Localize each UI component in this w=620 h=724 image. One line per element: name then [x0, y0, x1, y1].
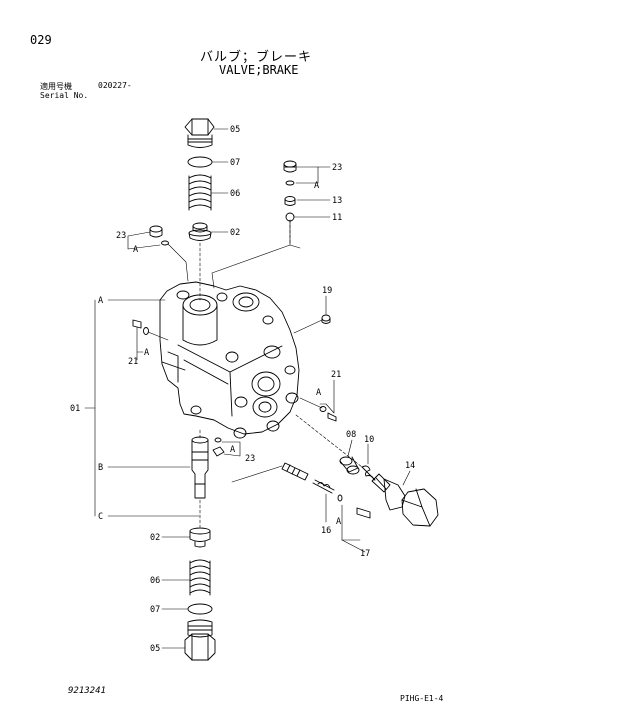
callout-a-left: A	[133, 245, 138, 255]
callout-23-right: 23	[332, 163, 342, 173]
callout-17: 17	[360, 549, 370, 559]
callout-a-right: A	[314, 181, 319, 191]
serial-value: 020227-	[98, 81, 132, 90]
footer-page-code: PIHG-E1-4	[400, 694, 444, 703]
spring-06-top	[188, 174, 212, 211]
group-callout-c: C	[98, 512, 103, 522]
callout-02-top: 02	[230, 228, 240, 238]
callout-07-top: 07	[230, 158, 240, 168]
callout-06-top: 06	[230, 189, 240, 199]
callout-16: 16	[321, 526, 331, 536]
plug-21-right	[319, 406, 337, 422]
spring-10	[361, 465, 376, 481]
valve-body-01	[159, 281, 300, 439]
plug-05-top	[184, 118, 215, 148]
spring-06-bottom	[189, 559, 211, 596]
callout-05-top: 05	[230, 125, 240, 135]
plug-23-mid	[212, 437, 225, 457]
callout-23-left: 23	[116, 231, 126, 241]
leader-lines-top	[167, 219, 301, 289]
callout-11: 11	[332, 213, 342, 223]
callout-21-left: 21	[128, 357, 138, 367]
callout-23-mid: 23	[245, 454, 255, 464]
callout-19: 19	[322, 286, 332, 296]
plug-23-left	[149, 225, 163, 238]
plug-21-left	[132, 319, 149, 335]
leader-spool	[231, 465, 283, 483]
plug-23-right	[283, 160, 297, 173]
leader-21-right	[299, 397, 323, 409]
callout-06-bottom: 06	[150, 576, 160, 586]
o-ring-07-top	[187, 156, 213, 168]
group-callout-a: A	[98, 296, 103, 306]
page-number: 029	[30, 33, 52, 47]
o-ring-07-bottom	[187, 603, 213, 615]
assembly-lines	[199, 219, 291, 441]
callout-08: 08	[346, 430, 356, 440]
footer-drawing-number: 9213241	[68, 686, 106, 696]
serial-label-english: Serial No.	[40, 91, 89, 100]
callout-10: 10	[364, 435, 374, 445]
callout-a-21-right: A	[316, 388, 321, 398]
serial-label-japanese: 適用号機	[40, 82, 72, 91]
spool-piston	[191, 436, 209, 499]
part-08	[339, 456, 360, 475]
callout-05-bottom: 05	[150, 644, 160, 654]
callout-21-right: 21	[331, 370, 341, 380]
o-ring-right	[285, 180, 295, 186]
callout-02-bottom: 02	[150, 533, 160, 543]
seat-02-bottom	[189, 527, 211, 548]
o-ring-left	[161, 240, 169, 246]
title-japanese: バルブ；ブレーキ	[200, 50, 313, 65]
callout-14: 14	[405, 461, 415, 471]
leader-21-left	[147, 331, 169, 341]
callout-a-21-left: A	[144, 348, 149, 358]
valve-14	[371, 473, 439, 527]
callout-13: 13	[332, 196, 342, 206]
callout-07-bottom: 07	[150, 605, 160, 615]
spool-16	[281, 462, 371, 519]
title-english: VALVE;BRAKE	[219, 63, 299, 77]
seat-02-top	[188, 222, 212, 241]
plug-13	[284, 196, 296, 206]
leader-19	[293, 319, 323, 334]
callout-a-mid: A	[230, 445, 235, 455]
plug-19	[321, 314, 331, 324]
callout-leaders	[84, 128, 411, 649]
callout-a-17: A	[336, 517, 341, 527]
leader-right-dashed	[295, 414, 363, 468]
plug-05-bottom	[184, 619, 216, 661]
group-callout-b: B	[98, 463, 103, 473]
callout-01: 01	[70, 404, 80, 414]
